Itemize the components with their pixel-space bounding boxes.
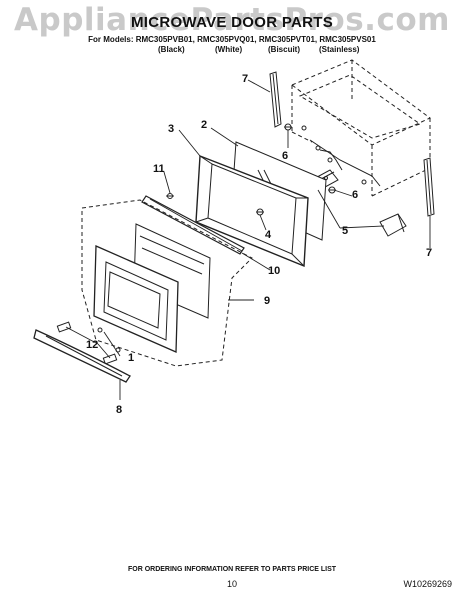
callout-9: 9 [264, 295, 270, 307]
ordering-note: FOR ORDERING INFORMATION REFER TO PARTS … [127, 566, 337, 573]
callout-11: 11 [153, 163, 165, 175]
part-11-screw [166, 193, 174, 199]
finish-biscuit: (Biscuit) [268, 45, 300, 54]
callout-2: 2 [201, 119, 207, 131]
part-10-door-trim [141, 195, 245, 255]
leader-lines [65, 79, 431, 400]
callout-3: 3 [168, 123, 174, 135]
callout-4: 4 [265, 229, 272, 241]
part-12-handle-clip-right [102, 353, 118, 365]
finish-white: (White) [215, 45, 243, 54]
finish-black: (Black) [158, 45, 185, 54]
cabinet-outline [291, 59, 431, 197]
part-6-screw-upper [284, 123, 292, 131]
document-number: W10269269 [403, 579, 452, 589]
door-outer-panel [93, 245, 179, 353]
part-7-trim-left [269, 71, 282, 128]
finish-stainless: (Stainless) [319, 45, 360, 54]
page-title: MICROWAVE DOOR PARTS [130, 14, 334, 31]
part-8-door-handle [33, 329, 131, 383]
callout-6-upper: 6 [282, 150, 288, 162]
callout-6-lower: 6 [352, 189, 358, 201]
finish-labels: (Black) (White) (Biscuit) (Stainless) [0, 45, 464, 57]
callout-5: 5 [342, 225, 348, 237]
watermark-logo: AppliancePartsPros.com [14, 2, 450, 38]
part-9-door-assembly-outline [81, 199, 253, 367]
part-7-trim-right [423, 157, 435, 217]
callout-7-right: 7 [426, 247, 432, 259]
callout-1: 1 [128, 352, 134, 364]
callout-8: 8 [116, 404, 122, 416]
part-3-door-frame [195, 154, 309, 268]
callout-12: 12 [86, 339, 98, 351]
part-12-handle-clip-left [56, 321, 72, 333]
part-5-hinge-lower [379, 213, 407, 237]
page-number: 10 [226, 579, 237, 589]
cabinet-front-frame [301, 125, 381, 187]
callout-10: 10 [268, 265, 280, 277]
model-list: For Models: RMC305PVB01, RMC305PVQ01, RM… [88, 35, 376, 44]
callout-7-top: 7 [242, 73, 248, 85]
